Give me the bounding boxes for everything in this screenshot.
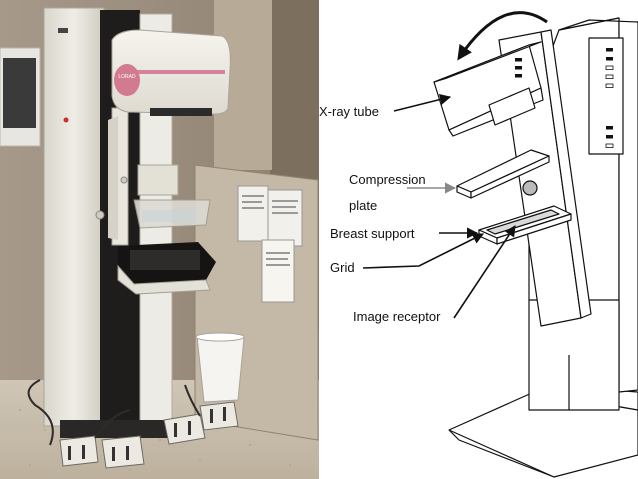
machine-base xyxy=(60,420,175,438)
column-switch xyxy=(58,28,68,33)
leader-grid xyxy=(362,233,485,269)
posted-notice xyxy=(261,239,295,303)
label-compression-plate-line1: Compression xyxy=(349,172,426,187)
posted-notice xyxy=(267,189,303,247)
schematic-panel-indicators xyxy=(515,48,614,148)
mammography-unit-photo: LORAD xyxy=(0,0,319,479)
brand-badge xyxy=(114,64,140,96)
machine-column xyxy=(43,7,105,427)
leader-image-receptor xyxy=(453,225,516,319)
schematic-base xyxy=(448,391,638,478)
label-xray-tube: X-ray tube xyxy=(319,104,379,119)
schematic-knob xyxy=(522,180,538,196)
label-breast-support: Breast support xyxy=(330,226,415,241)
column-indicator-light xyxy=(63,117,69,123)
label-image-receptor: Image receptor xyxy=(353,309,441,324)
label-compression-plate-line2: plate xyxy=(349,198,377,213)
rotation-arrow xyxy=(457,11,548,61)
foot-pedals xyxy=(59,401,239,469)
mammography-schematic: X-ray tube Compression plate Breast supp… xyxy=(319,11,638,478)
posted-notice xyxy=(237,185,269,242)
brand-badge-text: LORAD xyxy=(118,74,136,80)
label-grid: Grid xyxy=(330,260,355,275)
pedal-cables xyxy=(27,379,201,446)
compression-paddle-mount xyxy=(137,164,179,196)
leader-xray-tube xyxy=(393,94,452,112)
waste-bin xyxy=(196,335,245,403)
